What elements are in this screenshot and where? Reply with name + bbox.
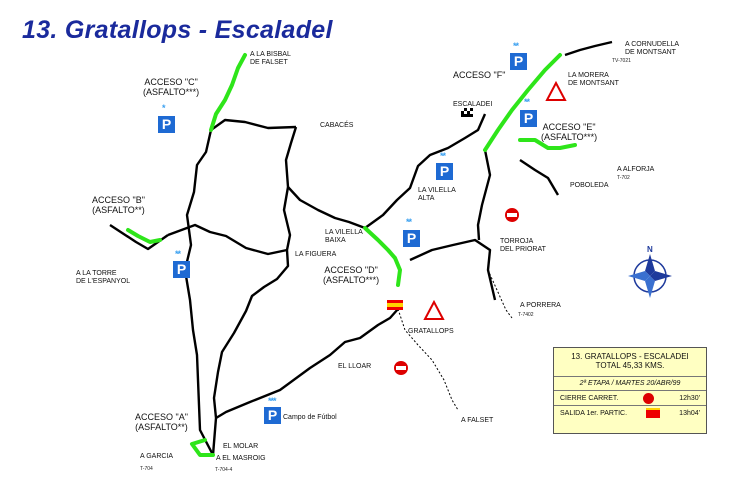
- road-tv7402: T-7402: [518, 312, 534, 318]
- route-porrera: [487, 269, 513, 319]
- place-escaladei: ESCALADEI: [453, 101, 493, 108]
- road-tv7021: TV-7021: [612, 58, 631, 64]
- road-torroja: [409, 238, 497, 301]
- place-torre: A LA TORRE DE L'ESPANYOL: [76, 270, 131, 285]
- svg-text:N: N: [647, 245, 653, 254]
- place-cabaces: CABACÉS: [320, 122, 354, 129]
- warning-icon: [423, 80, 567, 320]
- parking-b-stars: **: [175, 249, 181, 259]
- parking-f-stars: **: [513, 41, 519, 51]
- parking-a-stars: ***: [268, 396, 276, 406]
- stage-info-salida: SALIDA 1er. PARTIC. 13h04': [560, 408, 700, 418]
- parking-f-icon: P: [510, 53, 527, 70]
- parking-c-icon: P: [158, 116, 175, 133]
- road-poboleda: [519, 159, 560, 196]
- place-cornudella: A CORNUDELLA DE MONTSANT: [625, 41, 680, 56]
- parking-d-icon: P: [403, 230, 420, 247]
- route-acceso-c: [209, 53, 247, 132]
- acceso-b-label: ACCESO "B"(ASFALTO**): [92, 195, 145, 215]
- road-escaladei-torroja: [476, 149, 492, 241]
- place-campo-futbol: Campo de Fútbol: [283, 414, 337, 421]
- road-cabaces-vilella: [287, 186, 366, 230]
- place-masroig: A EL MASROIG: [216, 455, 266, 462]
- place-molar: EL MOLAR: [223, 443, 259, 450]
- place-alforja: A ALFORJA: [617, 166, 655, 173]
- stage-info-total: TOTAL 45,33 KMS.: [595, 361, 665, 370]
- place-garcia: A GARCIA: [140, 453, 174, 460]
- place-falset: A FALSET: [461, 417, 494, 424]
- place-morera: LA MORERA DE MONTSANT: [568, 72, 619, 87]
- road-t7044: T-704-4: [215, 467, 233, 473]
- no-entry-small-icon: [643, 392, 655, 404]
- route-acceso-d: [363, 226, 402, 287]
- route-falset: [397, 308, 459, 411]
- route-acceso-f: [483, 53, 562, 152]
- road-vilella-escaladei: [364, 113, 487, 229]
- stage-info-heading: 13. GRATALLOPS - ESCALADEI TOTAL 45,33 K…: [554, 348, 706, 377]
- acceso-e-label: ACCESO "E"(ASFALTO***): [541, 122, 598, 142]
- road-tv702: T-702: [617, 175, 630, 181]
- place-poboleda: POBOLEDA: [570, 182, 609, 189]
- parking-e-icon: P: [520, 110, 537, 127]
- parking-vilella-icon: P: [436, 163, 453, 180]
- road-west-loop: [183, 129, 215, 456]
- place-torroja: TORROJA DEL PRIORAT: [500, 238, 546, 253]
- spain-flag-icon: [387, 300, 403, 310]
- route-acceso-b: [126, 228, 162, 244]
- parking-a-icon: P: [264, 407, 281, 424]
- acceso-d-label: ACCESO "D"(ASFALTO***): [323, 265, 380, 285]
- parking-vilella-stars: **: [440, 151, 446, 161]
- route-acceso-a: [190, 438, 215, 457]
- compass-rose-icon: N: [628, 245, 672, 298]
- acceso-a-label: ACCESO "A"(ASFALTO**): [135, 412, 188, 432]
- acceso-f-label: ACCESO "F": [453, 70, 506, 80]
- place-lloar: EL LLOAR: [338, 363, 372, 370]
- parking-e-stars: **: [524, 97, 530, 107]
- no-entry-icon: [394, 208, 519, 375]
- road-main-loop: [211, 126, 298, 456]
- finish-flag-icon: [461, 108, 473, 117]
- place-bisbal: A LA BISBAL DE FALSET: [250, 51, 291, 66]
- parking-b-icon: P: [173, 261, 190, 278]
- parking-d-stars: **: [406, 217, 412, 227]
- stage-info-date: 2ª ETAPA / MARTES 20/ABR/99: [554, 377, 706, 391]
- stage-info-box: 13. GRATALLOPS - ESCALADEI TOTAL 45,33 K…: [553, 347, 707, 434]
- stage-info-title: 13. GRATALLOPS - ESCALADEI: [571, 352, 689, 361]
- place-vilella-alta: LA VILELLA ALTA: [418, 187, 456, 202]
- route-acceso-e: [518, 138, 577, 150]
- place-porrera: A PORRERA: [520, 302, 561, 309]
- road-c-cabaces: [210, 118, 297, 131]
- place-figuera: LA FIGUERA: [295, 251, 337, 258]
- road-b-figuera: [167, 223, 288, 256]
- flag-small-icon: [646, 408, 661, 418]
- parking-c-stars: *: [162, 103, 165, 113]
- road-t704: T-704: [140, 466, 153, 472]
- map-title: 13. Gratallops - Escaladel: [22, 16, 333, 44]
- acceso-c-label: ACCESO "C"(ASFALTO***): [143, 77, 200, 97]
- road-gratallops-lloar: [215, 308, 399, 420]
- place-gratallops: GRATALLOPS: [408, 328, 454, 335]
- place-vilella-baixa: LA VILELLA BAIXA: [325, 229, 363, 244]
- road-cornudella: [564, 40, 613, 57]
- stage-info-cierre: CIERRE CARRET. 12h30': [554, 391, 706, 406]
